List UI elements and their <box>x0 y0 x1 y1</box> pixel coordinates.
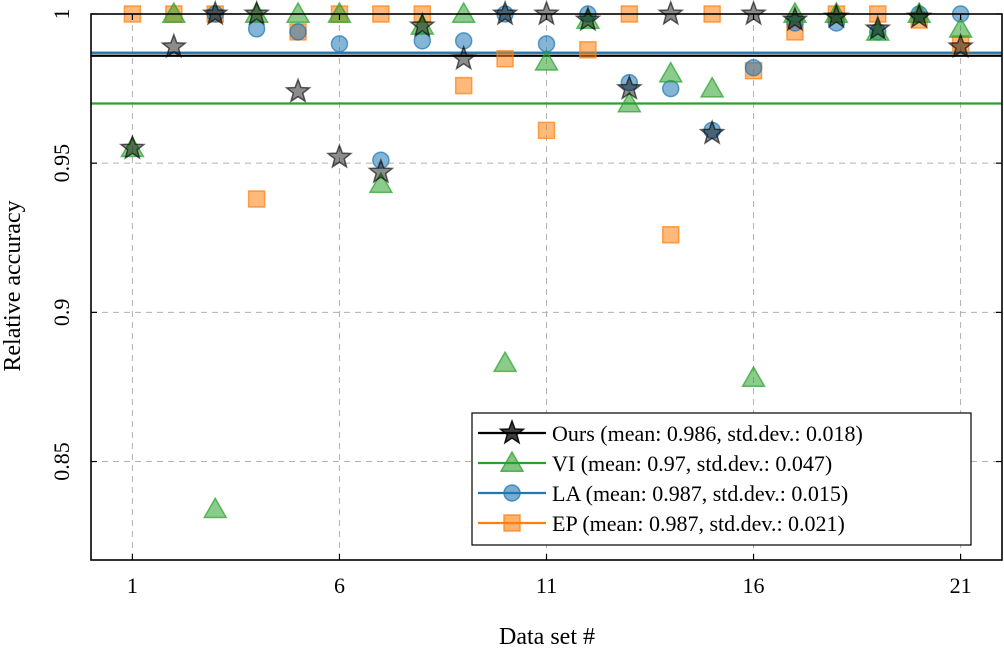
triangle-point <box>948 16 973 38</box>
triangle-point <box>368 171 394 194</box>
star-point <box>243 0 271 26</box>
triangle-point <box>782 1 808 23</box>
y-tick-label: 0.95 <box>49 144 74 183</box>
triangle-point <box>534 49 559 71</box>
star-point <box>491 0 519 26</box>
star-point <box>450 44 478 71</box>
x-tick-label: 1 <box>127 573 138 598</box>
star-point <box>533 0 560 26</box>
legend-label: LA (mean: 0.987, std.dev.: 0.015) <box>552 481 848 506</box>
square-point <box>454 76 473 95</box>
y-axis-label: Relative accuracy <box>0 200 26 371</box>
triangle-point <box>202 496 228 519</box>
legend-circle-marker <box>503 484 521 502</box>
square-point <box>247 190 266 208</box>
circle-point <box>330 35 349 53</box>
x-tick-label: 21 <box>950 573 972 598</box>
star-point <box>284 77 312 104</box>
x-tick-label: 11 <box>536 573 557 598</box>
star-point <box>367 157 395 184</box>
star-point <box>160 32 188 59</box>
star-point <box>325 143 353 169</box>
star-point <box>657 0 685 26</box>
circle-point <box>289 23 307 41</box>
star-point <box>698 119 726 145</box>
square-point <box>579 41 597 59</box>
star-point <box>408 11 436 38</box>
star-point <box>615 74 643 101</box>
star-point <box>781 5 809 32</box>
circle-point <box>661 79 680 98</box>
legend-box <box>471 412 972 546</box>
triangle-point <box>492 350 518 373</box>
data-points <box>118 0 975 519</box>
triangle-point <box>658 61 684 83</box>
x-tick-label: 16 <box>743 573 765 598</box>
square-point <box>496 50 514 68</box>
star-point <box>905 2 933 29</box>
star-point <box>864 14 892 41</box>
triangle-point <box>451 1 476 23</box>
triangle-point <box>699 76 725 98</box>
y-tick-label: 0.85 <box>49 442 74 481</box>
legend-star-marker <box>498 418 526 445</box>
triangle-point <box>741 365 766 387</box>
y-tick-label: 1 <box>49 9 74 20</box>
square-point <box>661 226 680 244</box>
star-point <box>201 0 229 26</box>
x-tick-label: 6 <box>334 573 345 598</box>
legend: Ours (mean: 0.986, std.dev.: 0.018) VI (m… <box>471 412 972 546</box>
star-point <box>947 32 975 59</box>
legend-label: Ours (mean: 0.986, std.dev.: 0.018) <box>552 421 863 446</box>
star-point <box>740 0 768 26</box>
circle-point <box>744 58 763 77</box>
triangle-point <box>161 1 187 23</box>
triangle-point <box>285 1 311 23</box>
triangle-point <box>327 1 352 23</box>
square-point <box>537 121 556 140</box>
star-point <box>118 134 146 160</box>
star-point <box>822 2 850 29</box>
legend-label: EP (mean: 0.987, std.dev.: 0.021) <box>552 511 845 536</box>
x-axis-label: Data set # <box>499 624 595 649</box>
legend-square-marker <box>503 514 521 532</box>
legend-triangle-marker <box>499 450 525 472</box>
star-point <box>574 5 602 32</box>
y-tick-label: 0.9 <box>49 299 74 327</box>
legend-label: VI (mean: 0.97, std.dev.: 0.047) <box>552 451 832 476</box>
triangle-point <box>617 90 642 113</box>
